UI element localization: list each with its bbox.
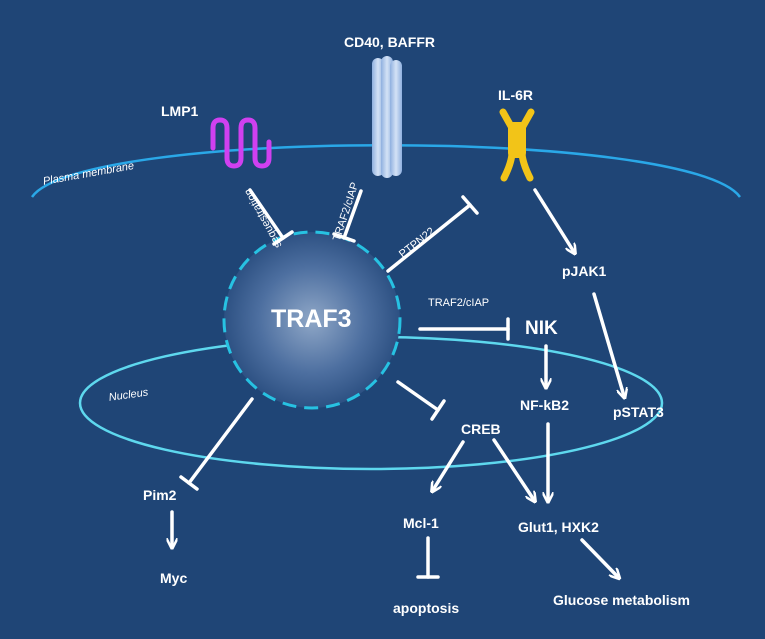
edge-traf3-pim2-bar [179,475,199,491]
il6r-receptor-icon [499,108,535,182]
pstat3-label: pSTAT3 [613,404,664,420]
edge-pjak1-pstat3 [592,292,624,396]
pim2-label: Pim2 [143,487,177,503]
traf3-label: TRAF3 [271,305,352,333]
creb-label: CREB [461,421,501,437]
nfkb2-label: NF-kB2 [520,397,570,413]
glucose-metabolism-label: Glucose metabolism [553,592,690,608]
edge-creb-glut1 [492,438,534,500]
il6r-label: IL-6R [498,87,533,103]
myc-label: Myc [160,570,188,586]
mcl1-label: Mcl-1 [403,515,439,531]
glut1-hxk2-label: Glut1, HXK2 [518,519,599,535]
edge-il6r-pjak1 [533,188,574,252]
lmp1-label: LMP1 [161,103,199,119]
traf3-node [224,232,400,408]
edge-cd40-traf3-bar [332,232,356,243]
edge-lmp1-traf3-bar [272,230,294,246]
traf2-ciap-nik-label: TRAF2/cIAP [428,297,490,309]
edge-traf3-creb [396,380,440,412]
cd40-baffr-label: CD40, BAFFR [344,34,436,50]
edge-traf3-ptpn22-bar [461,195,479,215]
edge-cd40-traf3 [342,189,363,240]
lmp1-receptor-icon [210,117,272,169]
pjak1-label: pJAK1 [562,263,607,279]
nik-label: NIK [525,318,558,339]
edge-traf3-pim2 [187,397,254,485]
apoptosis-label: apoptosis [393,600,460,616]
edge-creb-mcl1 [433,440,465,490]
edge-traf3-creb-bar [430,399,446,421]
edge-glut1-glucose [580,538,618,577]
edge-lmp1-traf3 [248,188,285,240]
edge-traf3-ptpn22 [386,203,472,273]
cd40-receptor-icon [372,56,402,178]
traf3-dashed-border [222,230,402,410]
